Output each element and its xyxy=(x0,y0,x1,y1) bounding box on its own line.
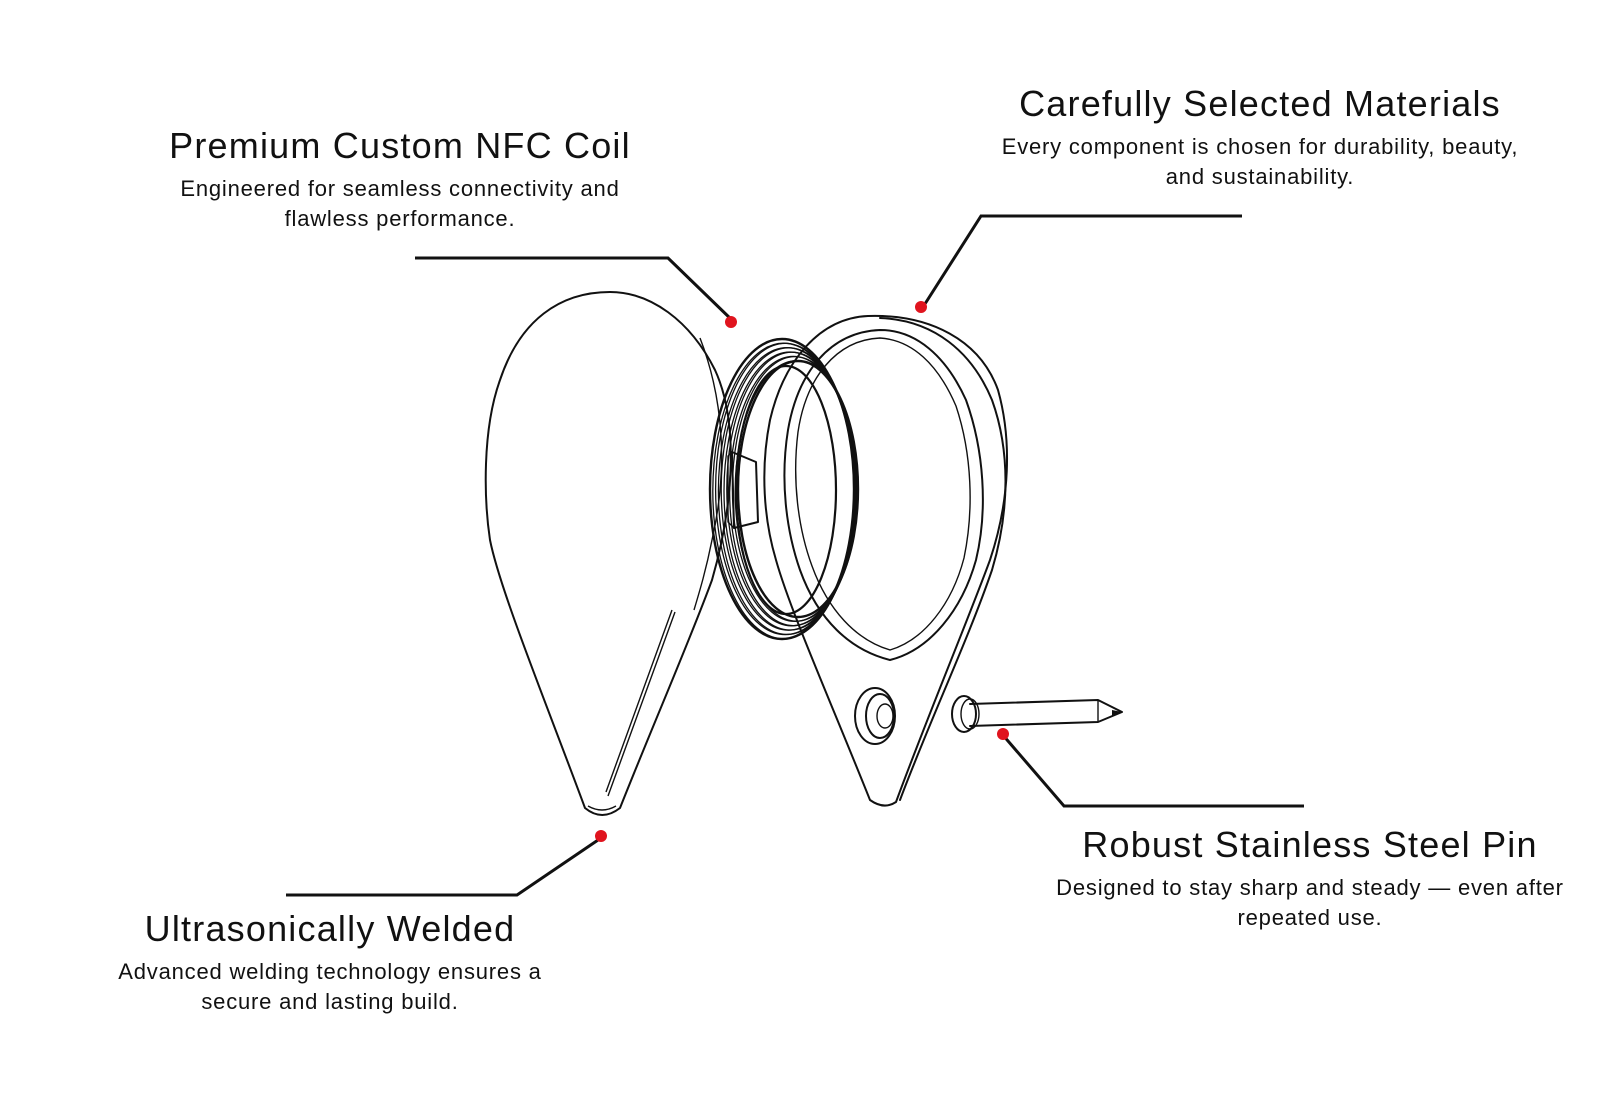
callout-nfc-coil: Premium Custom NFC Coil Engineered for s… xyxy=(140,124,660,234)
anchor-dot-nfc xyxy=(725,316,737,328)
back-housing-frame xyxy=(763,314,1009,807)
callout-steel-pin-description: Designed to stay sharp and steady — even… xyxy=(1056,875,1564,930)
callout-welded: Ultrasonically Welded Advanced welding t… xyxy=(80,907,580,1017)
callout-materials: Carefully Selected Materials Every compo… xyxy=(1000,82,1520,192)
nfc-coil-ring xyxy=(708,337,860,641)
callout-nfc-coil-description: Engineered for seamless connectivity and… xyxy=(180,176,620,231)
leader-line-materials xyxy=(921,214,1242,308)
callout-welded-description: Advanced welding technology ensures a se… xyxy=(118,959,542,1014)
leader-line-pin xyxy=(1000,733,1304,808)
anchor-dot-materials xyxy=(915,301,927,313)
callout-materials-title: Carefully Selected Materials xyxy=(1019,83,1501,124)
callout-welded-title: Ultrasonically Welded xyxy=(144,908,516,949)
coil-winding xyxy=(736,359,860,619)
leader-line-nfc xyxy=(415,256,736,324)
callout-materials-description: Every component is chosen for durability… xyxy=(1001,134,1519,189)
anchor-dot-pin xyxy=(997,728,1009,740)
leader-line-welded xyxy=(286,836,602,897)
callout-steel-pin: Robust Stainless Steel Pin Designed to s… xyxy=(1050,823,1570,933)
front-cover-shell xyxy=(484,291,732,816)
anchor-dot-welded xyxy=(595,830,607,842)
coil-inner-edge xyxy=(734,364,838,616)
steel-pin xyxy=(951,695,1123,733)
callout-steel-pin-title: Robust Stainless Steel Pin xyxy=(1082,824,1538,865)
callout-nfc-coil-title: Premium Custom NFC Coil xyxy=(169,125,631,166)
